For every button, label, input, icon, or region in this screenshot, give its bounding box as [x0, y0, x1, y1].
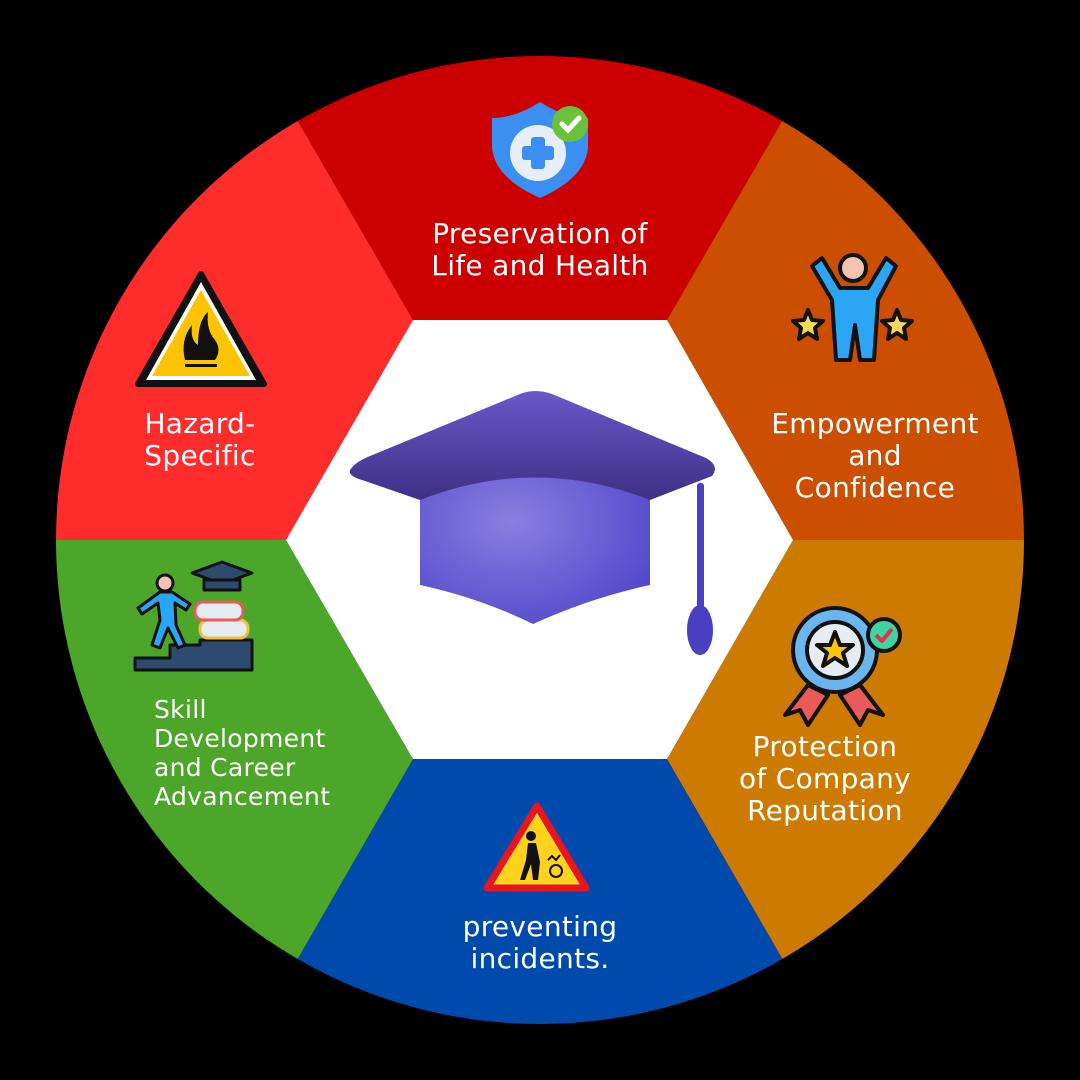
person-climbing-books-icon: [133, 560, 254, 672]
graduation-cap-icon: [349, 391, 715, 655]
celebrating-person-stars-icon: [791, 253, 914, 362]
label-preventing: preventing incidents.: [462, 910, 618, 975]
label-skill: Skill Development and Career Advancement: [154, 695, 331, 811]
distracted-walker-warning-icon: [483, 802, 590, 892]
award-badge-check-icon: [783, 606, 902, 727]
label-preservation: Preservation of Life and Health: [431, 217, 649, 282]
segment-preventing: [244, 759, 836, 1024]
label-hazard: Hazard- Specific: [144, 407, 256, 472]
label-empowerment: Empowerment and Confidence: [771, 407, 979, 504]
shield-plus-check-icon: [492, 102, 588, 198]
label-reputation: Protection of Company Reputation: [738, 730, 912, 827]
flammable-warning-icon: [135, 271, 267, 387]
